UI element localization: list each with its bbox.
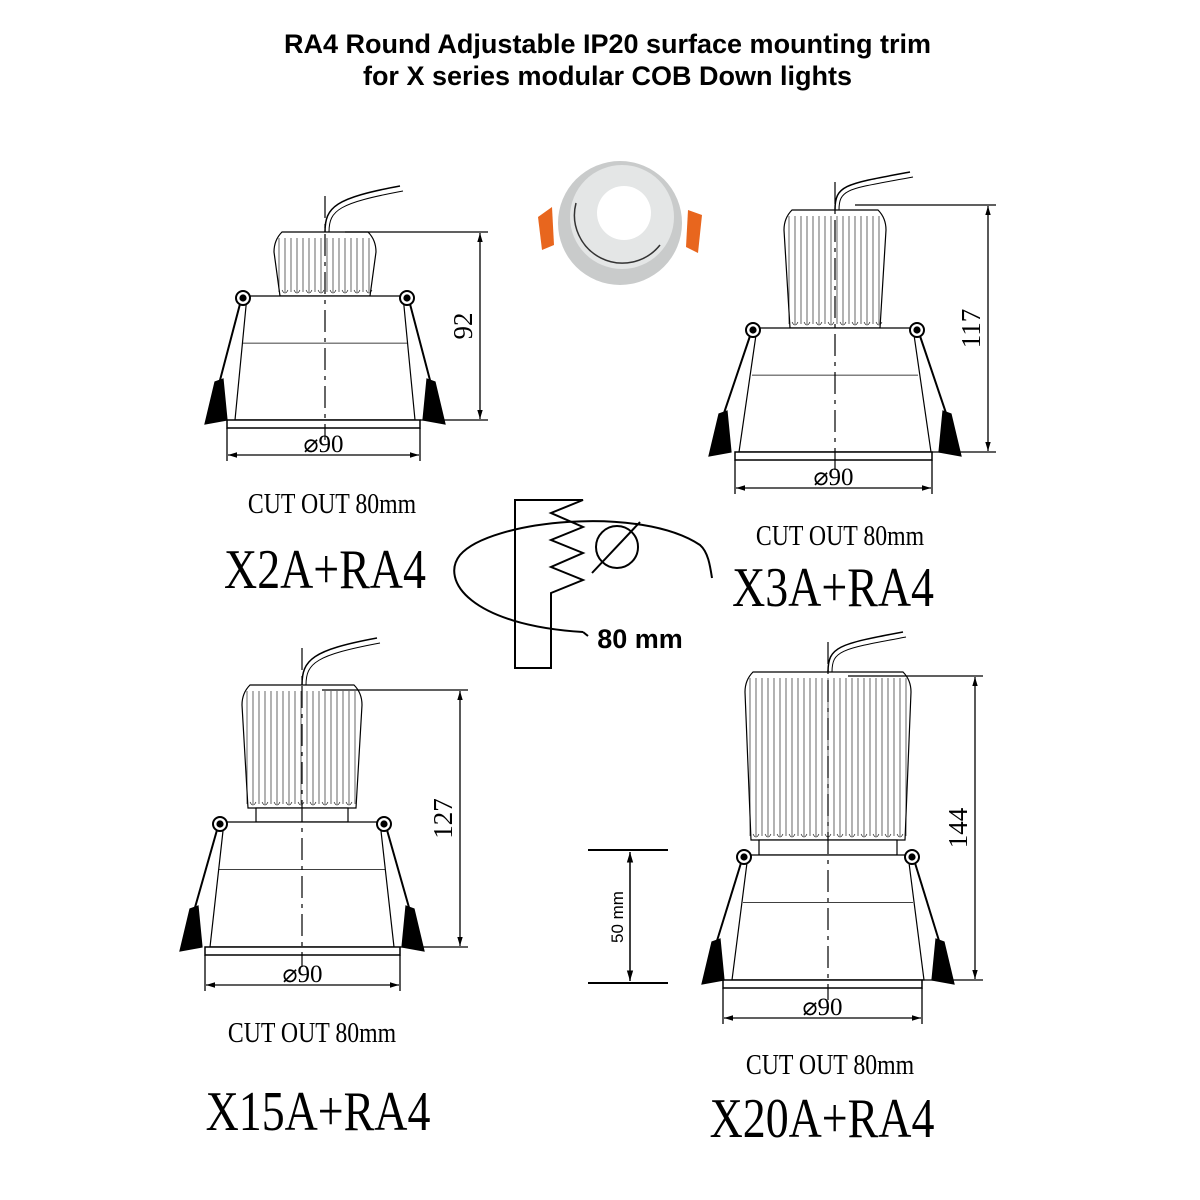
spring-clip	[204, 290, 251, 425]
spring-clip	[701, 849, 752, 985]
diameter-label-x3a: ⌀90	[813, 464, 853, 491]
diameter-label-x15a: ⌀90	[282, 961, 322, 988]
cutout-label-x15a: CUT OUT 80mm	[228, 1017, 396, 1048]
cutout-label-x3a: CUT OUT 80mm	[756, 520, 924, 551]
depth-dimension	[588, 849, 668, 984]
diameter-dimension	[204, 955, 401, 991]
height-label-x15a: 127	[428, 798, 458, 839]
cutout-detail-label: 80 mm	[597, 624, 683, 654]
spring-clip	[904, 849, 955, 985]
diameter-label-x2a: ⌀90	[303, 431, 343, 458]
height-label-x3a: 117	[956, 309, 986, 349]
diameter-dimension	[722, 988, 923, 1024]
spring-clip	[179, 816, 228, 952]
height-dimension	[855, 204, 996, 453]
wire	[838, 176, 914, 211]
cutout-label-x2a: CUT OUT 80mm	[248, 488, 416, 519]
downlight-drawing-x15a	[179, 637, 468, 991]
diameter-label-x20a: ⌀90	[802, 994, 842, 1021]
spring-clip	[399, 290, 446, 425]
wire	[831, 636, 907, 673]
wire	[328, 190, 404, 233]
trim-flange	[722, 979, 923, 989]
diameter-dimension	[734, 460, 933, 494]
height-dimension	[322, 689, 468, 948]
diameter-dimension	[226, 428, 421, 461]
title-line-1: RA4 Round Adjustable IP20 surface mounti…	[283, 29, 932, 59]
depth-dimension-label: 50 mm	[608, 891, 627, 943]
downlight-drawing-x2a	[204, 185, 488, 461]
height-label-x2a: 92	[448, 313, 478, 340]
downlight-drawing-x3a	[708, 171, 996, 494]
height-dimension	[345, 231, 488, 421]
spring-clip	[708, 322, 761, 457]
title-line-2: for X series modular COB Down lights	[362, 61, 853, 91]
spring-clip	[376, 816, 425, 952]
model-label-x3a: X3A+RA4	[732, 557, 934, 619]
model-label-x2a: X2A+RA4	[224, 539, 426, 601]
downlight-drawing-x20a	[701, 631, 983, 1024]
wire	[324, 185, 401, 233]
model-label-x20a: X20A+RA4	[710, 1088, 935, 1150]
trim-flange	[226, 419, 421, 429]
heatsink	[241, 684, 363, 809]
wire	[827, 631, 904, 673]
wire	[834, 171, 911, 211]
cutout-detail-diagram	[453, 499, 713, 669]
trim-product-photo	[538, 161, 702, 285]
wire	[301, 637, 378, 686]
model-label-x15a: X15A+RA4	[206, 1081, 431, 1143]
height-dimension	[848, 675, 983, 981]
height-label-x20a: 144	[943, 807, 973, 848]
trim-flange	[734, 451, 933, 461]
cutout-label-x20a: CUT OUT 80mm	[746, 1049, 914, 1080]
wire	[305, 642, 381, 686]
spring-clip	[909, 322, 962, 457]
